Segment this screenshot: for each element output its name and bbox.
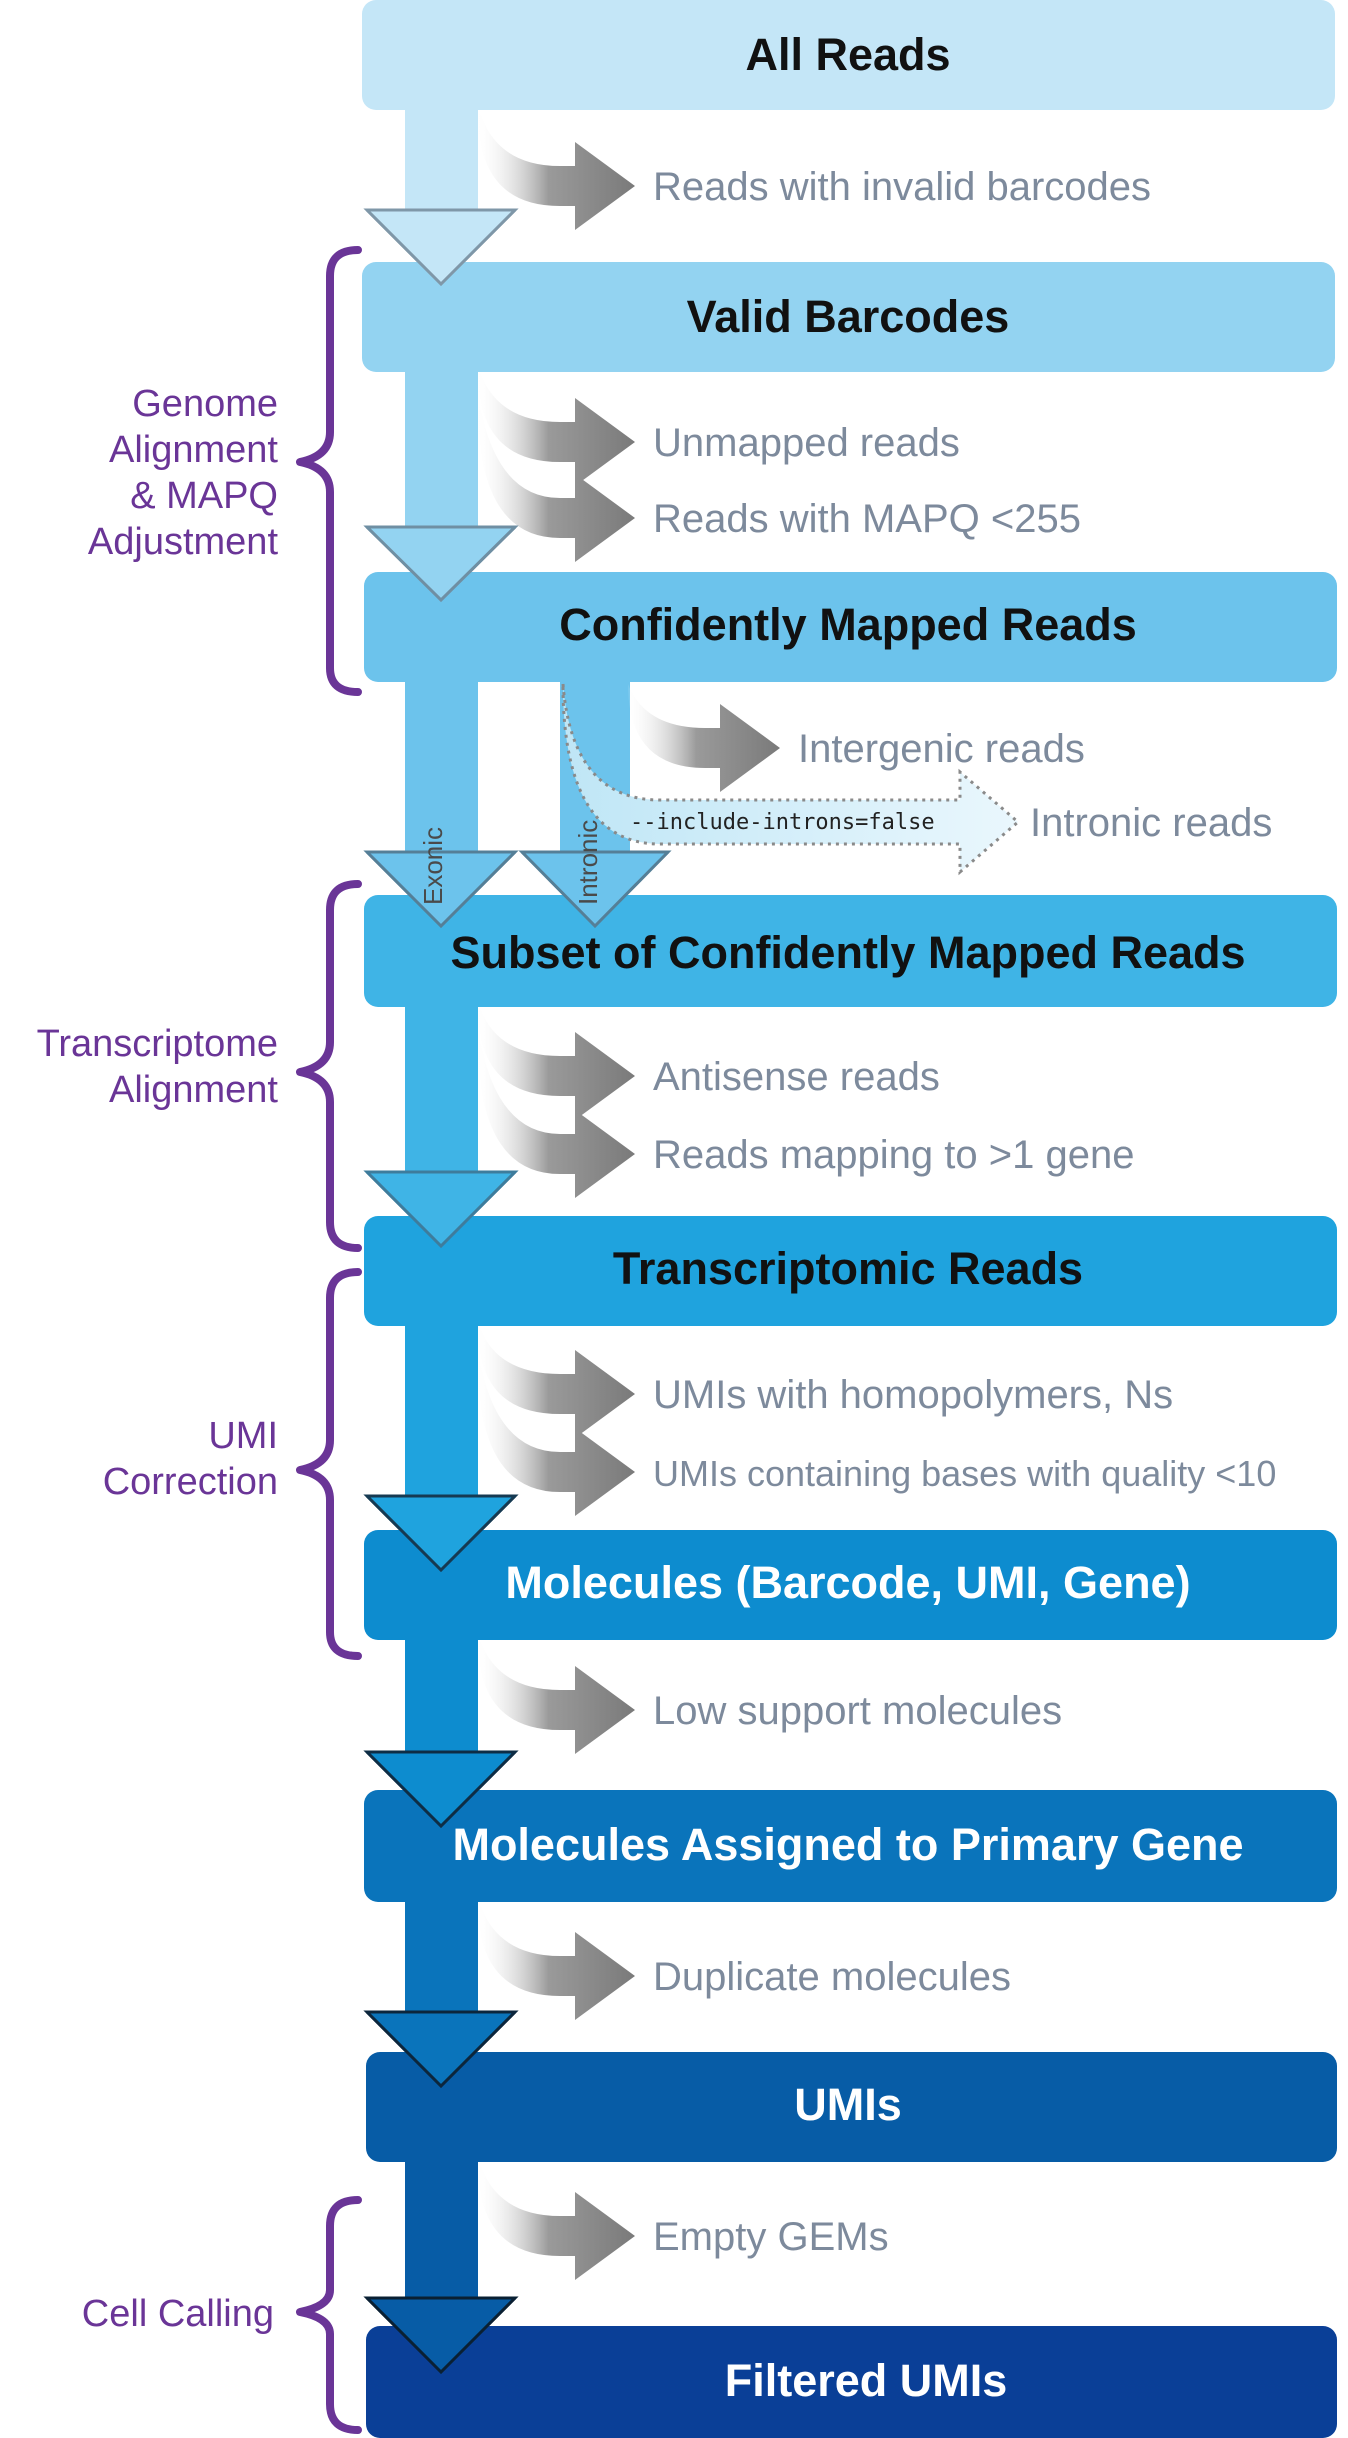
arrow-tip-intronic — [518, 850, 672, 929]
reject-label-invalid-barcodes: Reads with invalid barcodes — [653, 165, 1151, 209]
stage-label-confidently-mapped: Confidently Mapped Reads — [559, 599, 1137, 650]
group-label-genome-1: Genome — [132, 383, 278, 425]
stage-box-filtered-umis — [366, 2326, 1337, 2438]
reject-arrow-9 — [478, 1362, 635, 1516]
arrow-tip-8 — [363, 2296, 519, 2375]
stage-labels: All Reads Valid Barcodes Confidently Map… — [450, 29, 1245, 2406]
reject-label-intronic: Intronic reads — [1030, 801, 1272, 845]
stage-box-transcriptomic — [364, 1216, 1337, 1326]
stage-label-molecules: Molecules (Barcode, UMI, Gene) — [505, 1557, 1190, 1608]
reject-label-multigene: Reads mapping to >1 gene — [653, 1133, 1134, 1177]
arrow-tip-4 — [363, 1170, 519, 1249]
stage-box-molecules — [364, 1530, 1337, 1640]
reject-label-empty-gems: Empty GEMs — [653, 2215, 889, 2259]
reject-label-mapq: Reads with MAPQ <255 — [653, 497, 1081, 541]
arrow-tip-exonic — [363, 850, 519, 929]
reject-arrow-6 — [478, 1008, 635, 1120]
stage-box-confidently-mapped — [364, 572, 1337, 682]
intronic-label: Intronic — [573, 820, 603, 905]
stage-label-filtered-umis: Filtered UMIs — [725, 2355, 1008, 2406]
reject-arrow-8 — [478, 1328, 635, 1438]
group-brackets — [296, 246, 362, 2434]
reject-label-intergenic: Intergenic reads — [798, 727, 1085, 771]
arrow-tip-6 — [363, 1750, 519, 1829]
reject-arrow-4 — [628, 684, 780, 792]
stage-box-subset — [364, 895, 1337, 1007]
group-label-cell-calling: Cell Calling — [82, 2293, 274, 2335]
reject-arrow-1 — [478, 113, 635, 230]
bracket-genome-alignment — [296, 246, 362, 696]
stage-label-valid-barcodes: Valid Barcodes — [687, 291, 1010, 342]
reject-label-homopolymers: UMIs with homopolymers, Ns — [653, 1373, 1173, 1417]
reject-label-unmapped: Unmapped reads — [653, 421, 960, 465]
bracket-umi-correction — [296, 1268, 362, 1660]
group-label-umi-2: Correction — [103, 1461, 278, 1503]
exonic-label: Exonic — [418, 827, 448, 905]
group-label-transcriptome-2: Alignment — [109, 1069, 278, 1111]
stage-box-valid-barcodes — [362, 262, 1335, 372]
reject-label-antisense: Antisense reads — [653, 1055, 940, 1099]
stage-label-primary-gene: Molecules Assigned to Primary Gene — [452, 1819, 1243, 1870]
stage-box-umis — [366, 2052, 1337, 2162]
bracket-cell-calling — [296, 2196, 362, 2434]
arrow-tip-1 — [363, 208, 519, 287]
reject-label-low-quality: UMIs containing bases with quality <10 — [653, 1453, 1276, 1494]
group-label-umi-1: UMI — [208, 1415, 278, 1457]
arrow-tip-5 — [363, 1494, 519, 1573]
stage-label-umis: UMIs — [794, 2079, 902, 2130]
reject-arrow-12 — [478, 2164, 635, 2280]
arrow-tips — [363, 208, 672, 2375]
reject-arrow-3 — [478, 406, 635, 562]
reject-label-duplicates: Duplicate molecules — [653, 1955, 1011, 1999]
group-label-genome-3: & MAPQ — [130, 475, 278, 517]
group-labels: Genome Alignment & MAPQ Adjustment Trans… — [37, 383, 279, 2335]
reject-arrow-10 — [478, 1640, 635, 1754]
stage-box-primary-gene — [364, 1790, 1337, 1902]
group-label-transcriptome-1: Transcriptome — [37, 1023, 278, 1065]
reject-arrow-7 — [478, 1040, 635, 1198]
stage-label-subset: Subset of Confidently Mapped Reads — [450, 927, 1245, 978]
stage-label-all-reads: All Reads — [745, 29, 950, 80]
stage-label-transcriptomic: Transcriptomic Reads — [613, 1243, 1083, 1294]
intron-flag-label: --include-introns=false — [630, 810, 935, 835]
stage-boxes — [362, 0, 1337, 2438]
group-label-genome-2: Alignment — [109, 429, 278, 471]
bracket-transcriptome-alignment — [296, 880, 362, 1252]
stage-box-all-reads — [362, 0, 1335, 110]
arrow-tip-2 — [363, 525, 519, 603]
reject-label-low-support: Low support molecules — [653, 1689, 1062, 1733]
reject-labels: Reads with invalid barcodes Unmapped rea… — [653, 165, 1276, 2259]
reject-arrow-2 — [478, 372, 635, 486]
arrow-tip-7 — [363, 2010, 519, 2089]
intron-flag-arrow — [561, 683, 1021, 876]
group-label-genome-4: Adjustment — [88, 521, 279, 563]
reject-arrows — [478, 113, 780, 2280]
reject-arrow-11 — [478, 1904, 635, 2020]
